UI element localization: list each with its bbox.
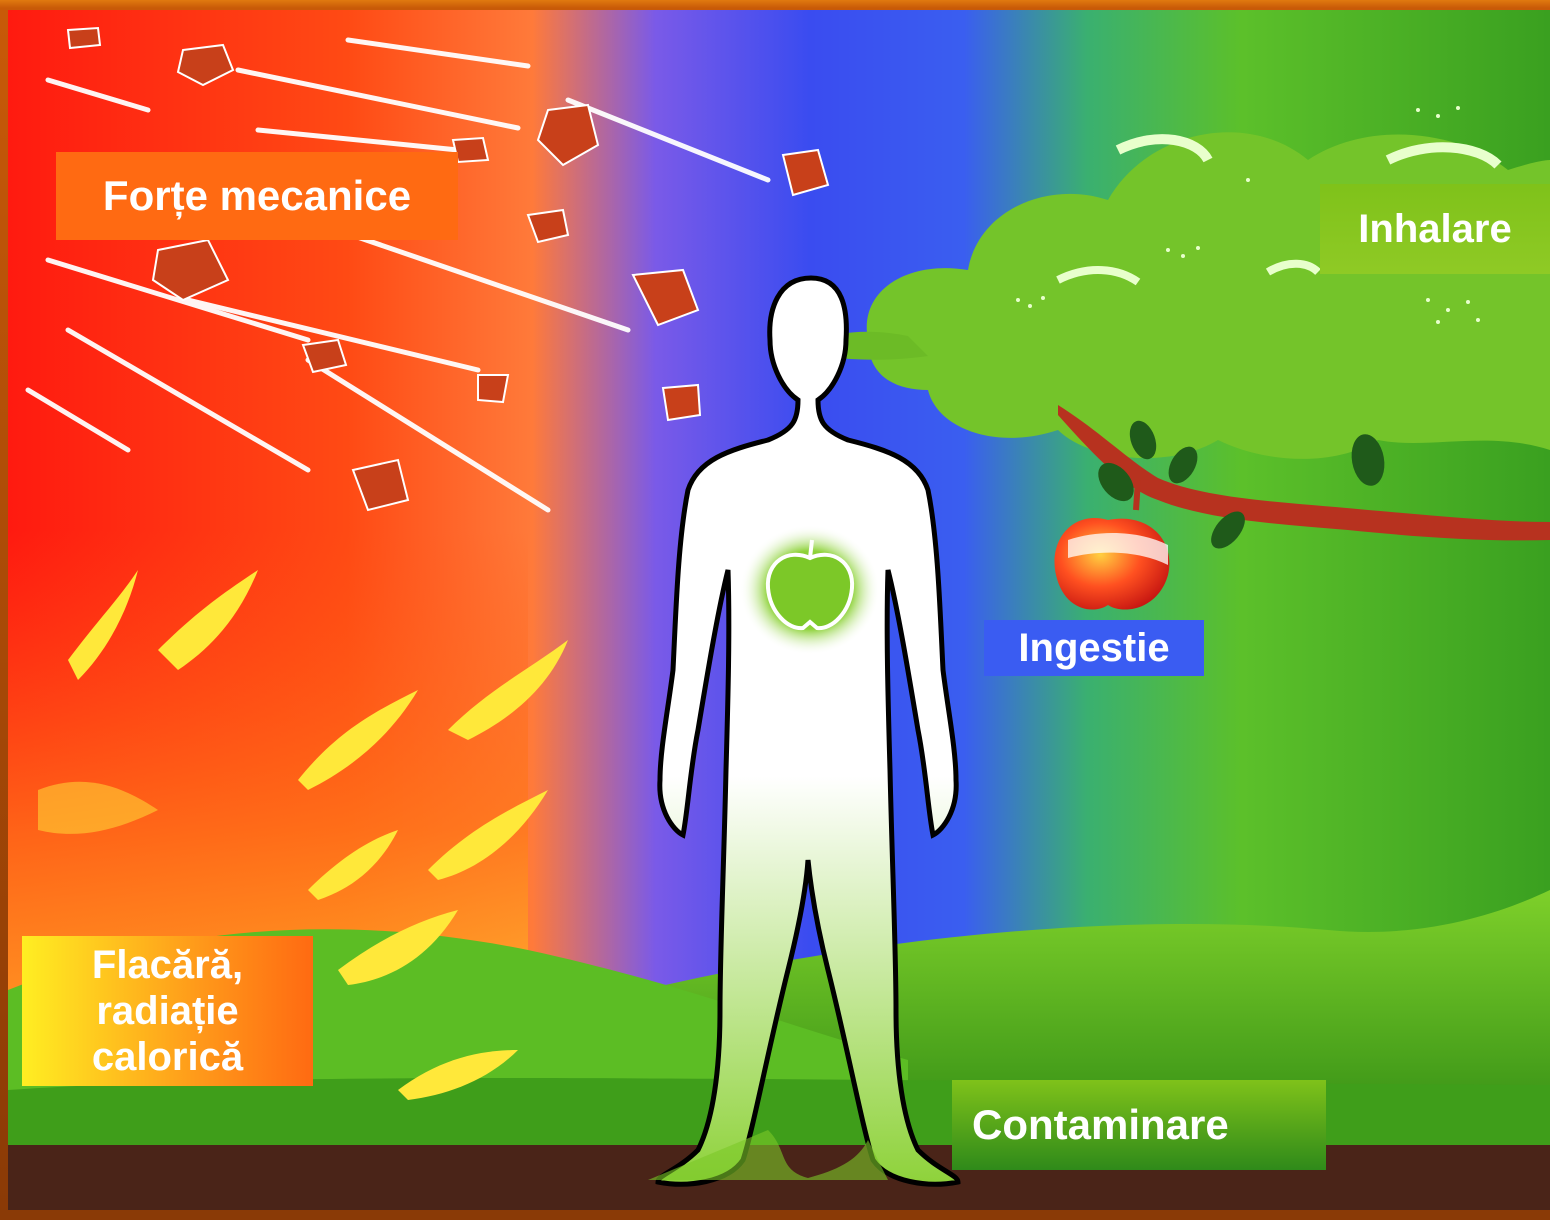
apple-icon xyxy=(1055,518,1170,609)
flame-text-line3: calorică xyxy=(92,1034,243,1080)
inhalation-text: Inhalare xyxy=(1358,207,1511,252)
inhalation-label: Inhalare xyxy=(1320,184,1550,274)
mechanical-forces-text: Forțe mecanice xyxy=(103,172,411,220)
contamination-label: Contaminare xyxy=(952,1080,1326,1170)
flame-text-line2: radiație xyxy=(96,988,238,1034)
ingestion-label: Ingestie xyxy=(984,620,1204,676)
flame-text-line1: Flacără, xyxy=(92,942,243,988)
contamination-text: Contaminare xyxy=(972,1101,1229,1149)
mechanical-forces-label: Forțe mecanice xyxy=(56,152,458,240)
ingestion-text: Ingestie xyxy=(1018,626,1169,671)
flame-radiation-label: Flacără, radiație calorică xyxy=(22,936,313,1086)
